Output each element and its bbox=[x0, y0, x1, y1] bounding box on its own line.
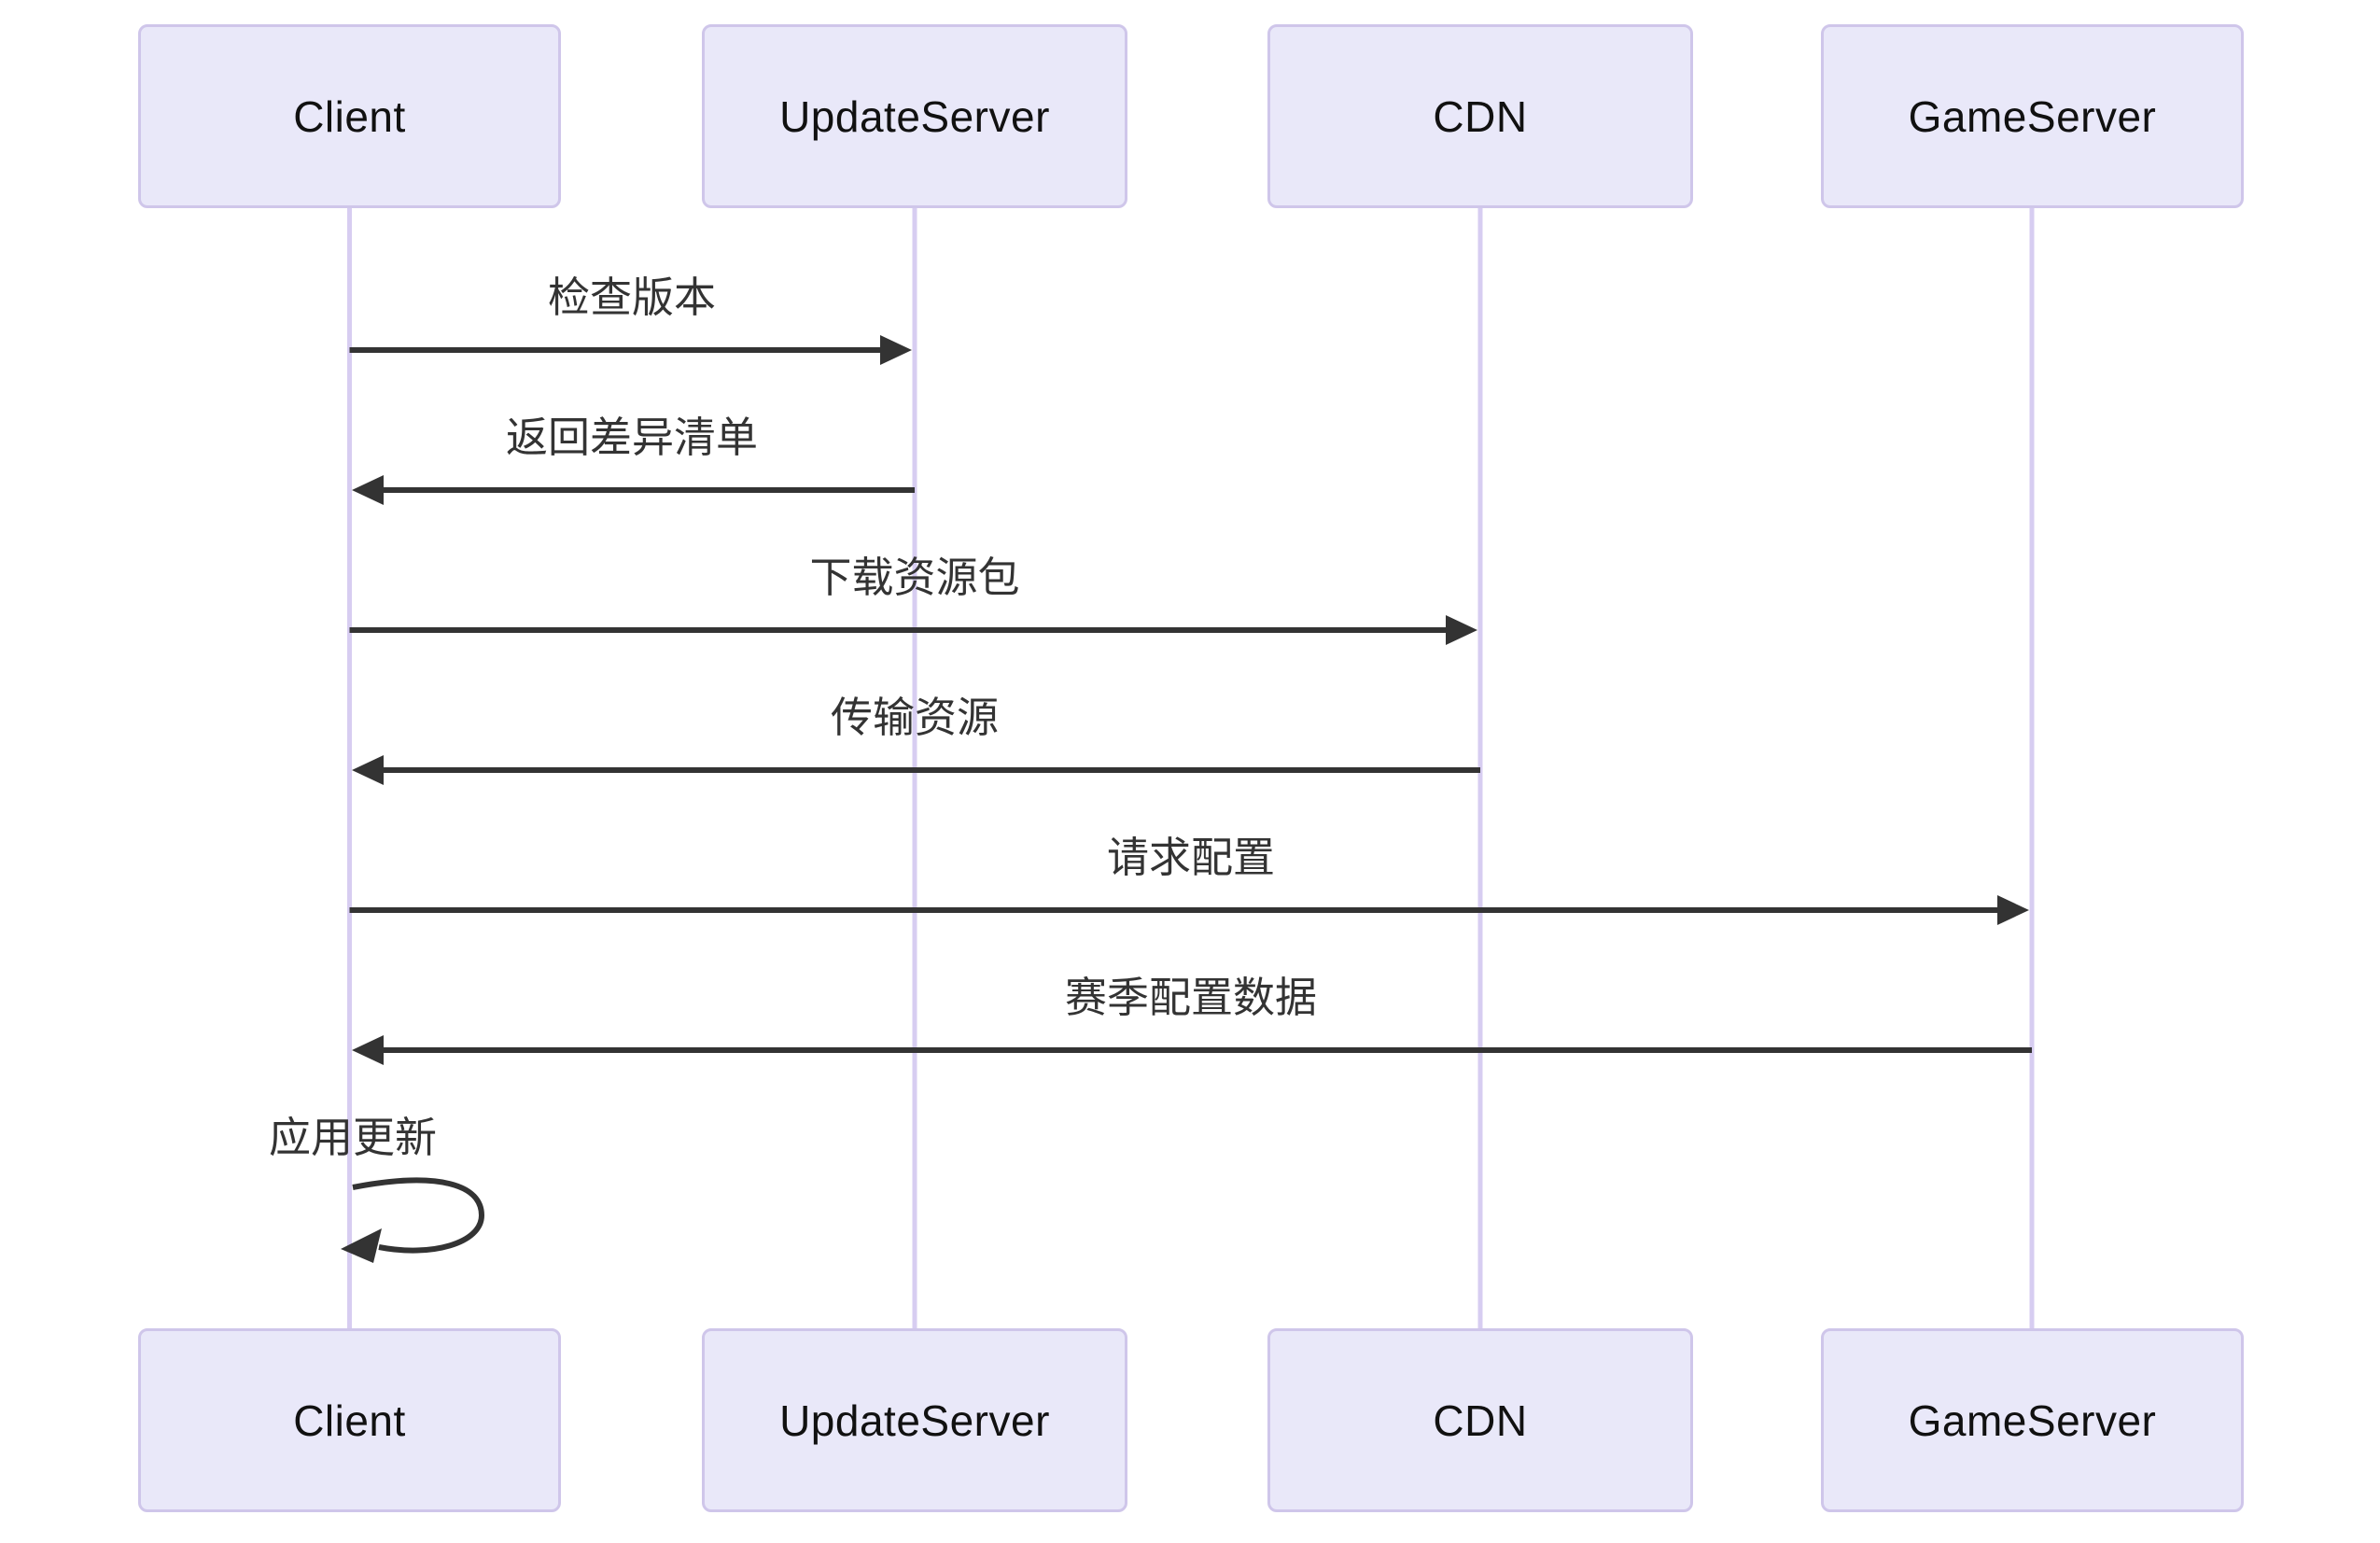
arrowhead-check-version bbox=[880, 335, 912, 365]
actor-label-game-server-bottom: GameServer bbox=[1908, 1396, 2157, 1445]
actor-label-update-server: UpdateServer bbox=[779, 91, 1050, 141]
message-label-check-version: 检查版本 bbox=[547, 274, 717, 321]
actor-box-update-server-bottom: UpdateServer bbox=[702, 1328, 1127, 1512]
actor-label-update-server-bottom: UpdateServer bbox=[779, 1396, 1050, 1445]
actor-label-cdn: CDN bbox=[1433, 91, 1528, 141]
arrowhead-return-diff-list bbox=[352, 475, 384, 505]
arrowhead-download-package bbox=[1446, 615, 1477, 645]
actor-label-cdn-bottom: CDN bbox=[1433, 1396, 1528, 1445]
message-label-apply-update: 应用更新 bbox=[268, 1114, 438, 1161]
message-label-request-config: 请求配置 bbox=[1106, 834, 1276, 881]
actor-box-update-server-top: UpdateServer bbox=[702, 24, 1127, 208]
actor-box-game-server-bottom: GameServer bbox=[1821, 1328, 2244, 1512]
message-label-return-diff-list: 返回差异清单 bbox=[505, 414, 759, 461]
actor-label-client: Client bbox=[293, 91, 406, 141]
message-label-season-config-data: 赛季配置数据 bbox=[1064, 974, 1318, 1021]
actor-label-client-bottom: Client bbox=[293, 1396, 406, 1445]
message-label-download-package: 下载资源包 bbox=[809, 554, 1020, 601]
actor-box-cdn-bottom: CDN bbox=[1267, 1328, 1693, 1512]
actor-box-client-top: Client bbox=[138, 24, 561, 208]
actor-box-game-server-top: GameServer bbox=[1821, 24, 2244, 208]
actor-box-client-bottom: Client bbox=[138, 1328, 561, 1512]
arrowhead-request-config bbox=[1997, 895, 2029, 925]
arrowhead-apply-update bbox=[341, 1228, 382, 1263]
actor-label-game-server: GameServer bbox=[1908, 91, 2157, 141]
arrowhead-transfer-resources bbox=[352, 755, 384, 785]
self-loop-apply-update bbox=[352, 1177, 485, 1254]
actor-box-cdn-top: CDN bbox=[1267, 24, 1693, 208]
message-label-transfer-resources: 传输资源 bbox=[830, 694, 1000, 741]
arrowhead-season-config-data bbox=[352, 1035, 384, 1065]
